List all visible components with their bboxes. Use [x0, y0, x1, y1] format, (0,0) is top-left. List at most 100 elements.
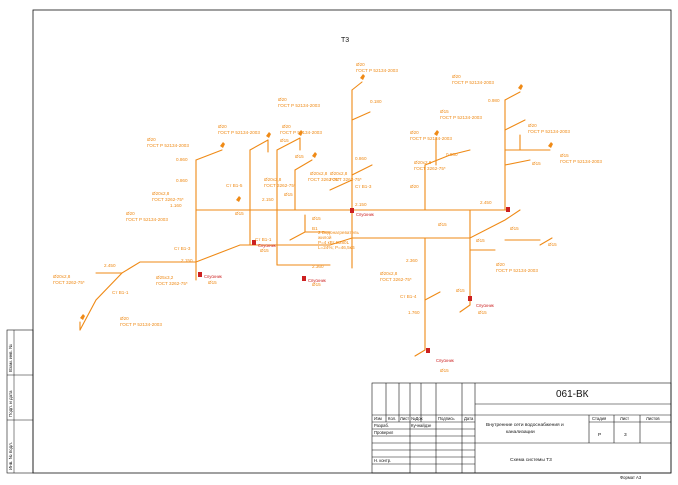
label-heater: 2 Водонагреватель [318, 230, 359, 235]
label-d15: Ø15 [312, 282, 321, 287]
label-d20: Ø20 [282, 124, 291, 129]
project-name-1: Внутренние сети водоснабжения и [486, 422, 564, 428]
label-gost-vgp: ГОСТ 3262-75* [380, 277, 412, 282]
label-d25x3: Ø25х3,2 [156, 275, 174, 280]
label-gost-vgp: ГОСТ 3262-75* [308, 177, 340, 182]
listov-label: Листов [646, 416, 660, 421]
drain-valve-icon [350, 208, 354, 213]
label-d15: Ø15 [312, 216, 321, 221]
label-elev: 0.860 [355, 156, 367, 161]
system-title: Т3 [341, 37, 349, 44]
label-d20x28: Ø20х2,8 [330, 171, 348, 176]
label-d15: Ø15 [456, 288, 465, 293]
label-spuskn: Спускник [356, 212, 374, 217]
label-d15: Ø15 [476, 238, 485, 243]
label-d20: Ø20 [528, 123, 537, 128]
label-d15: Ø15 [548, 242, 557, 247]
label-d20x28: Ø20х2,8 [310, 171, 328, 176]
label-d20: Ø20 [126, 211, 135, 216]
label-stoyak: Ст В1-1 [255, 237, 272, 242]
label-d15: Ø15 [440, 368, 449, 373]
label-d20x28: Ø20х2,8 [414, 160, 432, 165]
hdr-izm: Изм [374, 416, 382, 421]
project-name-2: канализации [506, 430, 535, 435]
label-elev: 2.450 [480, 200, 492, 205]
side-stamp [6, 329, 34, 474]
label-gost-vgp: ГОСТ 3262-75* [414, 166, 446, 171]
label-gost-vgp: ГОСТ 3262-75* [156, 281, 188, 286]
stadiya-value: Р [598, 432, 601, 438]
doc-code: 061-ВК [556, 389, 589, 400]
label-elev: 2.150 [262, 197, 274, 202]
side-vzam-inv: Взам. инв. № [8, 344, 13, 372]
label-heater: жилой [318, 234, 332, 240]
hdr-podp: Подпись [438, 416, 455, 421]
label-elev: 0.980 [488, 98, 500, 103]
label-gost-r: ГОСТ Р 52134-2003 [452, 80, 494, 85]
label-d20x28: Ø20х2,8 [380, 271, 398, 276]
label-elev: 0.860 [176, 178, 188, 183]
label-gost-vgp: ГОСТ 3262-75* [264, 183, 296, 188]
role-prov: Проверил [374, 430, 394, 435]
fixture-icon [518, 84, 523, 90]
label-d15: Ø15 [284, 192, 293, 197]
branch-left-low [79, 272, 123, 331]
label-d15: Ø15 [208, 280, 217, 285]
label-gost-vgp: ГОСТ 3262-75* [53, 280, 85, 285]
label-gost-r: ГОСТ Р 52134-2003 [560, 159, 602, 164]
sheet-name: Схема системы Т3 [510, 457, 552, 463]
label-d15: Ø15 [478, 310, 487, 315]
role-razrab: Разраб. [374, 423, 389, 428]
stadiya-label: Стадия [592, 416, 606, 421]
label-d15: Ø15 [440, 109, 449, 114]
label-gost-r: ГОСТ Р 52134-2003 [280, 130, 322, 135]
label-elev: 1.760 [408, 310, 420, 315]
label-stoyak: Ст В1-1 [112, 290, 129, 295]
label-gost-vgp: ГОСТ 3262-75* [152, 197, 184, 202]
list-label: Лист [620, 416, 629, 421]
label-d15: Ø15 [560, 153, 569, 158]
label-spuskn: Спускник [204, 274, 222, 279]
label-elev: 0.860 [176, 157, 188, 162]
label-d20: Ø20 [410, 184, 419, 189]
label-stoyak: Ст В1-3 [355, 184, 372, 189]
drain-valve-icon [468, 296, 472, 301]
pipe-labels: Ø20 ГОСТ Р 52134-2003 0.180 Ø20 ГОСТ Р 5… [53, 62, 602, 373]
label-spuskn: Спускник [476, 303, 494, 308]
hdr-data: Дата [464, 416, 474, 421]
title-block [371, 382, 672, 474]
label-elev: 2.450 [104, 263, 116, 268]
label-gost-r: ГОСТ Р 52134-2003 [528, 129, 570, 134]
main-pipe-lower [95, 209, 521, 274]
label-d15: Ø15 [235, 211, 244, 216]
label-stoyak: Ст В1-5 [226, 183, 243, 188]
drawing-frame [32, 9, 672, 474]
label-d20x28: Ø20х2,8 [152, 191, 170, 196]
fixture-icon [548, 142, 553, 148]
label-d15: Ø15 [532, 161, 541, 166]
drain-valve-icon [506, 207, 510, 212]
label-d20: Ø20 [147, 137, 156, 142]
label-heater: L=24%; Р=46,5кВ [318, 245, 355, 250]
label-d15: Ø15 [260, 248, 269, 253]
fixture-icon [298, 130, 303, 136]
hdr-kol: Кол. [388, 416, 396, 421]
fixture-icon [434, 130, 439, 136]
drain-valve-icon [426, 348, 430, 353]
label-stoyak: Ст В1-3 [174, 246, 191, 251]
label-spuskn: Спускник [436, 358, 454, 363]
label-gost-r: ГОСТ Р 52134-2003 [410, 136, 452, 141]
format-label: Формат А3 [620, 475, 642, 480]
label-gost-r: ГОСТ Р 52134-2003 [356, 68, 398, 73]
label-d20: Ø20 [496, 262, 505, 267]
label-gost-r: ГОСТ Р 52134-2003 [126, 217, 168, 222]
fixture-icon [80, 314, 85, 320]
label-elev: 2.360 [406, 258, 418, 263]
label-d15: Ø15 [438, 222, 447, 227]
label-d15: Ø15 [295, 154, 304, 159]
label-valve: В1 [312, 226, 318, 231]
label-gost-r: ГОСТ Р 52134-2003 [218, 130, 260, 135]
fixtures [80, 74, 553, 320]
label-elev: 0.180 [370, 99, 382, 104]
label-gost-r: ГОСТ Р 52134-2003 [147, 143, 189, 148]
